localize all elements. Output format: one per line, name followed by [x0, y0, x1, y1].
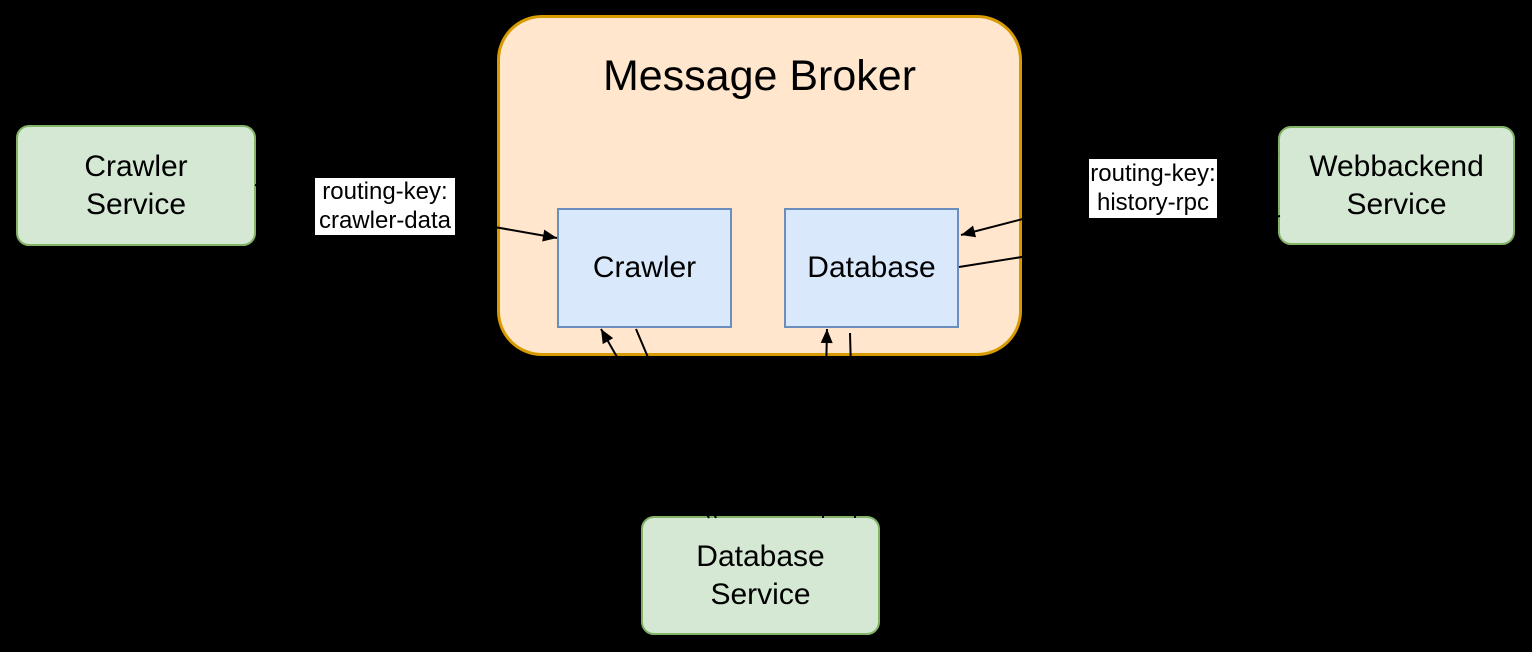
database-service-node: Database Service [641, 516, 880, 635]
routing-key-history-rpc-line2: history-rpc [1096, 188, 1210, 216]
routing-key-history-rpc-label: routing-key: history-rpc [1089, 159, 1217, 218]
webbackend-service-label-line2: Service [1346, 187, 1447, 221]
crawler-service-node: Crawler Service [16, 125, 256, 246]
edge-database-service-to-crawler-queue [600, 328, 710, 519]
crawler-service-label-line1: Crawler [84, 149, 188, 183]
routing-key-crawler-data-line1: routing-key: [322, 178, 448, 205]
database-queue-label: Database [807, 251, 936, 284]
database-service-label-line2: Service [710, 577, 811, 611]
webbackend-service-label-line1: Webbackend [1309, 149, 1484, 183]
crawler-queue-node: Crawler [557, 208, 732, 328]
crawler-service-label-line2: Service [85, 187, 187, 221]
routing-key-history-rpc-line1: routing-key: [1090, 160, 1216, 187]
edge-database-queue-to-database-service [848, 332, 861, 519]
webbackend-service-node: Webbackend Service [1278, 126, 1515, 245]
routing-key-crawler-data-line2: crawler-data [318, 206, 452, 234]
database-queue-node: Database [784, 208, 959, 328]
database-service-label-line1: Database [696, 539, 825, 573]
edge-crawler-queue-to-database-service [635, 328, 717, 519]
edge-database-service-to-database-queue [820, 328, 833, 519]
routing-key-crawler-data-label: routing-key: crawler-data [315, 178, 455, 235]
crawler-queue-label: Crawler [592, 251, 697, 284]
message-broker-title: Message Broker [602, 52, 917, 100]
